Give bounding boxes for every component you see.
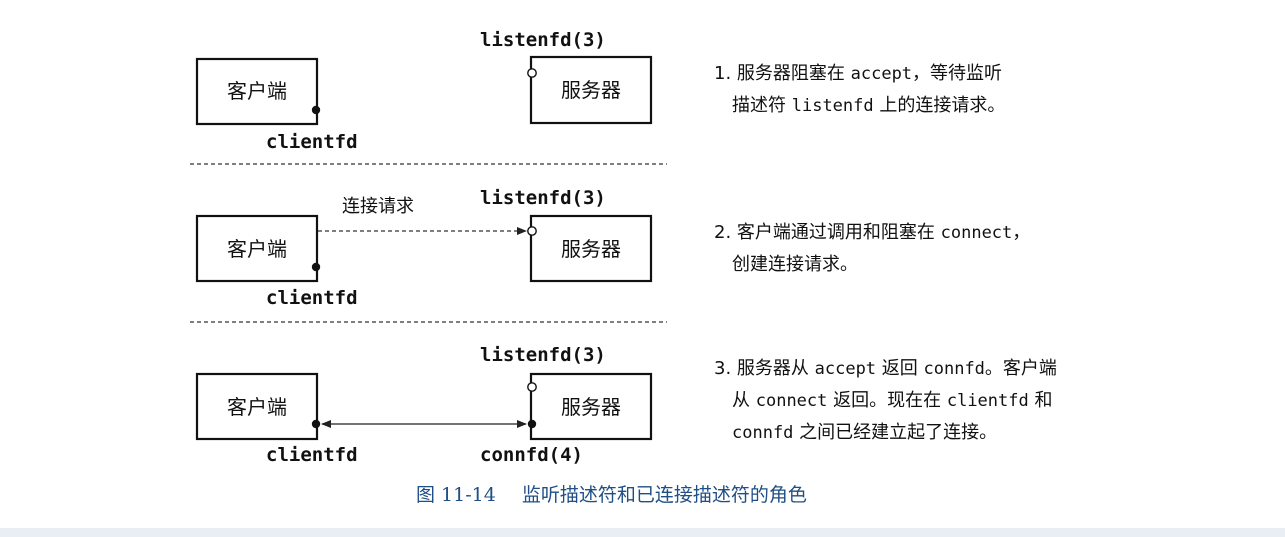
client-box-1-label: 客户端 — [227, 79, 287, 103]
panel-2: 客户端 clientfd 服务器 listenfd(3) 连接请求 — [195, 187, 653, 309]
step-1-line-2: 描述符 listenfd 上的连接请求。 — [732, 95, 1006, 116]
figure-title: 监听描述符和已连接描述符的角色 — [521, 484, 807, 506]
page-bottom-band — [0, 528, 1285, 537]
clientfd-label-1: clientfd — [266, 131, 358, 153]
client-box-2 — [195, 214, 319, 283]
clientfd-label-3: clientfd — [266, 444, 358, 466]
panel-3: 客户端 clientfd 服务器 listenfd(3) connfd(4) — [195, 344, 653, 466]
step-2-description: 2. 客户端通过调用和阻塞在 connect， 创建连接请求。 — [714, 217, 1030, 281]
step-3-line-3: connfd 之间已经建立起了连接。 — [732, 422, 998, 443]
listenfd-socket-dot-3 — [527, 382, 537, 392]
server-box-2 — [529, 214, 653, 283]
server-box-3-label: 服务器 — [561, 395, 621, 419]
figure-number: 图 11-14 — [416, 484, 496, 506]
client-box-3-label: 客户端 — [227, 395, 287, 419]
step-1-line-1: 1. 服务器阻塞在 accept，等待监听 — [714, 63, 1003, 84]
step-3-line-1: 3. 服务器从 accept 返回 connfd。客户端 — [714, 358, 1057, 379]
server-box-2-label: 服务器 — [561, 237, 621, 261]
connection-request-label: 连接请求 — [342, 196, 414, 217]
listenfd-label-1: listenfd(3) — [480, 29, 606, 51]
server-box-1-label: 服务器 — [561, 78, 621, 102]
step-3-line-2: 从 connect 返回。现在在 clientfd 和 — [732, 390, 1053, 411]
client-box-1 — [195, 57, 319, 126]
clientfd-socket-dot-1 — [311, 105, 321, 115]
step-2-line-2: 创建连接请求。 — [732, 254, 858, 275]
client-box-2-label: 客户端 — [227, 237, 287, 261]
step-2-line-1: 2. 客户端通过调用和阻塞在 connect， — [714, 222, 1031, 243]
client-box-3 — [195, 372, 319, 441]
listenfd-socket-dot-2 — [527, 226, 537, 236]
server-box-1 — [529, 55, 653, 125]
step-3-description: 3. 服务器从 accept 返回 connfd。客户端 从 connect 返… — [714, 353, 1057, 449]
clientfd-socket-dot-2 — [311, 262, 321, 272]
step-1-description: 1. 服务器阻塞在 accept，等待监听 描述符 listenfd 上的连接请… — [714, 58, 1005, 122]
listenfd-socket-dot-1 — [527, 68, 537, 78]
connfd-label: connfd(4) — [480, 444, 583, 466]
clientfd-label-2: clientfd — [266, 287, 358, 309]
clientfd-socket-dot-3 — [311, 419, 321, 429]
listenfd-label-3: listenfd(3) — [480, 344, 606, 366]
server-box-3 — [529, 372, 653, 441]
listenfd-label-2: listenfd(3) — [480, 187, 606, 209]
connfd-socket-dot — [527, 419, 537, 429]
figure-caption: 图 11-14 监听描述符和已连接描述符的角色 — [416, 480, 807, 507]
panel-1: 客户端 clientfd 服务器 listenfd(3) — [195, 29, 653, 153]
